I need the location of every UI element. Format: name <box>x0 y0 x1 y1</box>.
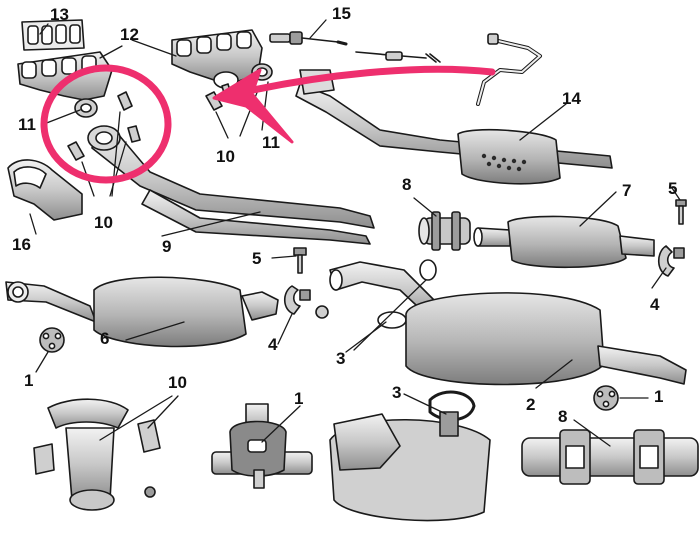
callout-11-left: 11 <box>18 115 36 134</box>
detail-mount-1 <box>211 403 313 489</box>
clamp-4-center <box>283 285 329 319</box>
callout-15: 15 <box>332 4 351 23</box>
callout-16: 16 <box>12 235 31 254</box>
callout-8-top: 8 <box>402 175 412 194</box>
callout-13: 13 <box>50 5 69 24</box>
callout-2: 2 <box>526 395 536 414</box>
sensor-tube <box>476 33 542 106</box>
manifold-gasket-13 <box>21 19 85 51</box>
detail-hanger-3 <box>329 390 491 522</box>
front-muffler-6 <box>5 276 279 348</box>
highlight-arrow-head <box>212 68 294 144</box>
callout-4-center: 4 <box>268 335 278 354</box>
front-exhaust-pipe-9 <box>87 125 375 245</box>
bolt-5-center <box>293 247 307 274</box>
catalytic-converter-14 <box>295 69 613 185</box>
callout-3-detail: 3 <box>392 383 402 402</box>
callout-4-right: 4 <box>650 295 660 314</box>
rear-muffler-2 <box>329 261 687 386</box>
callout-14: 14 <box>562 89 581 108</box>
callout-8-detail: 8 <box>558 407 568 426</box>
callout-5-center: 5 <box>252 249 262 268</box>
clamp-bolts-10-left <box>67 91 141 161</box>
exhaust-manifold-left-12 <box>17 51 113 101</box>
callout-10-top: 10 <box>216 147 235 166</box>
bolt-5-right <box>675 199 687 225</box>
pipe-clamp-8 <box>418 211 471 251</box>
callout-6: 6 <box>100 329 110 348</box>
seal-ring-11-left <box>74 98 98 118</box>
callout-5-right: 5 <box>668 179 678 198</box>
middle-muffler-7 <box>473 215 655 269</box>
callout-10-left: 10 <box>94 213 113 232</box>
callout-3-main: 3 <box>336 349 346 368</box>
callout-1-detail: 1 <box>294 389 304 408</box>
rubber-mount-1-left <box>39 327 65 353</box>
callout-11-right: 11 <box>262 133 280 152</box>
clamp-4-right <box>657 245 685 277</box>
heat-shield-16 <box>7 159 83 221</box>
callout-7: 7 <box>622 181 632 200</box>
highlight-arrow <box>222 65 496 100</box>
detail-clamp-8 <box>521 429 699 485</box>
callout-1-left: 1 <box>24 371 34 390</box>
rubber-mount-1-right <box>593 385 619 411</box>
oxygen-sensor-15 <box>269 31 441 63</box>
callout-1-right: 1 <box>654 387 664 406</box>
exhaust-manifold-right-12 <box>171 29 263 89</box>
callout-9: 9 <box>162 237 172 256</box>
leader-lines <box>29 19 681 447</box>
detail-flange-10 <box>33 398 161 511</box>
highlight-circle <box>40 64 172 184</box>
callout-10-detail: 10 <box>168 373 187 392</box>
callout-12: 12 <box>120 25 139 44</box>
